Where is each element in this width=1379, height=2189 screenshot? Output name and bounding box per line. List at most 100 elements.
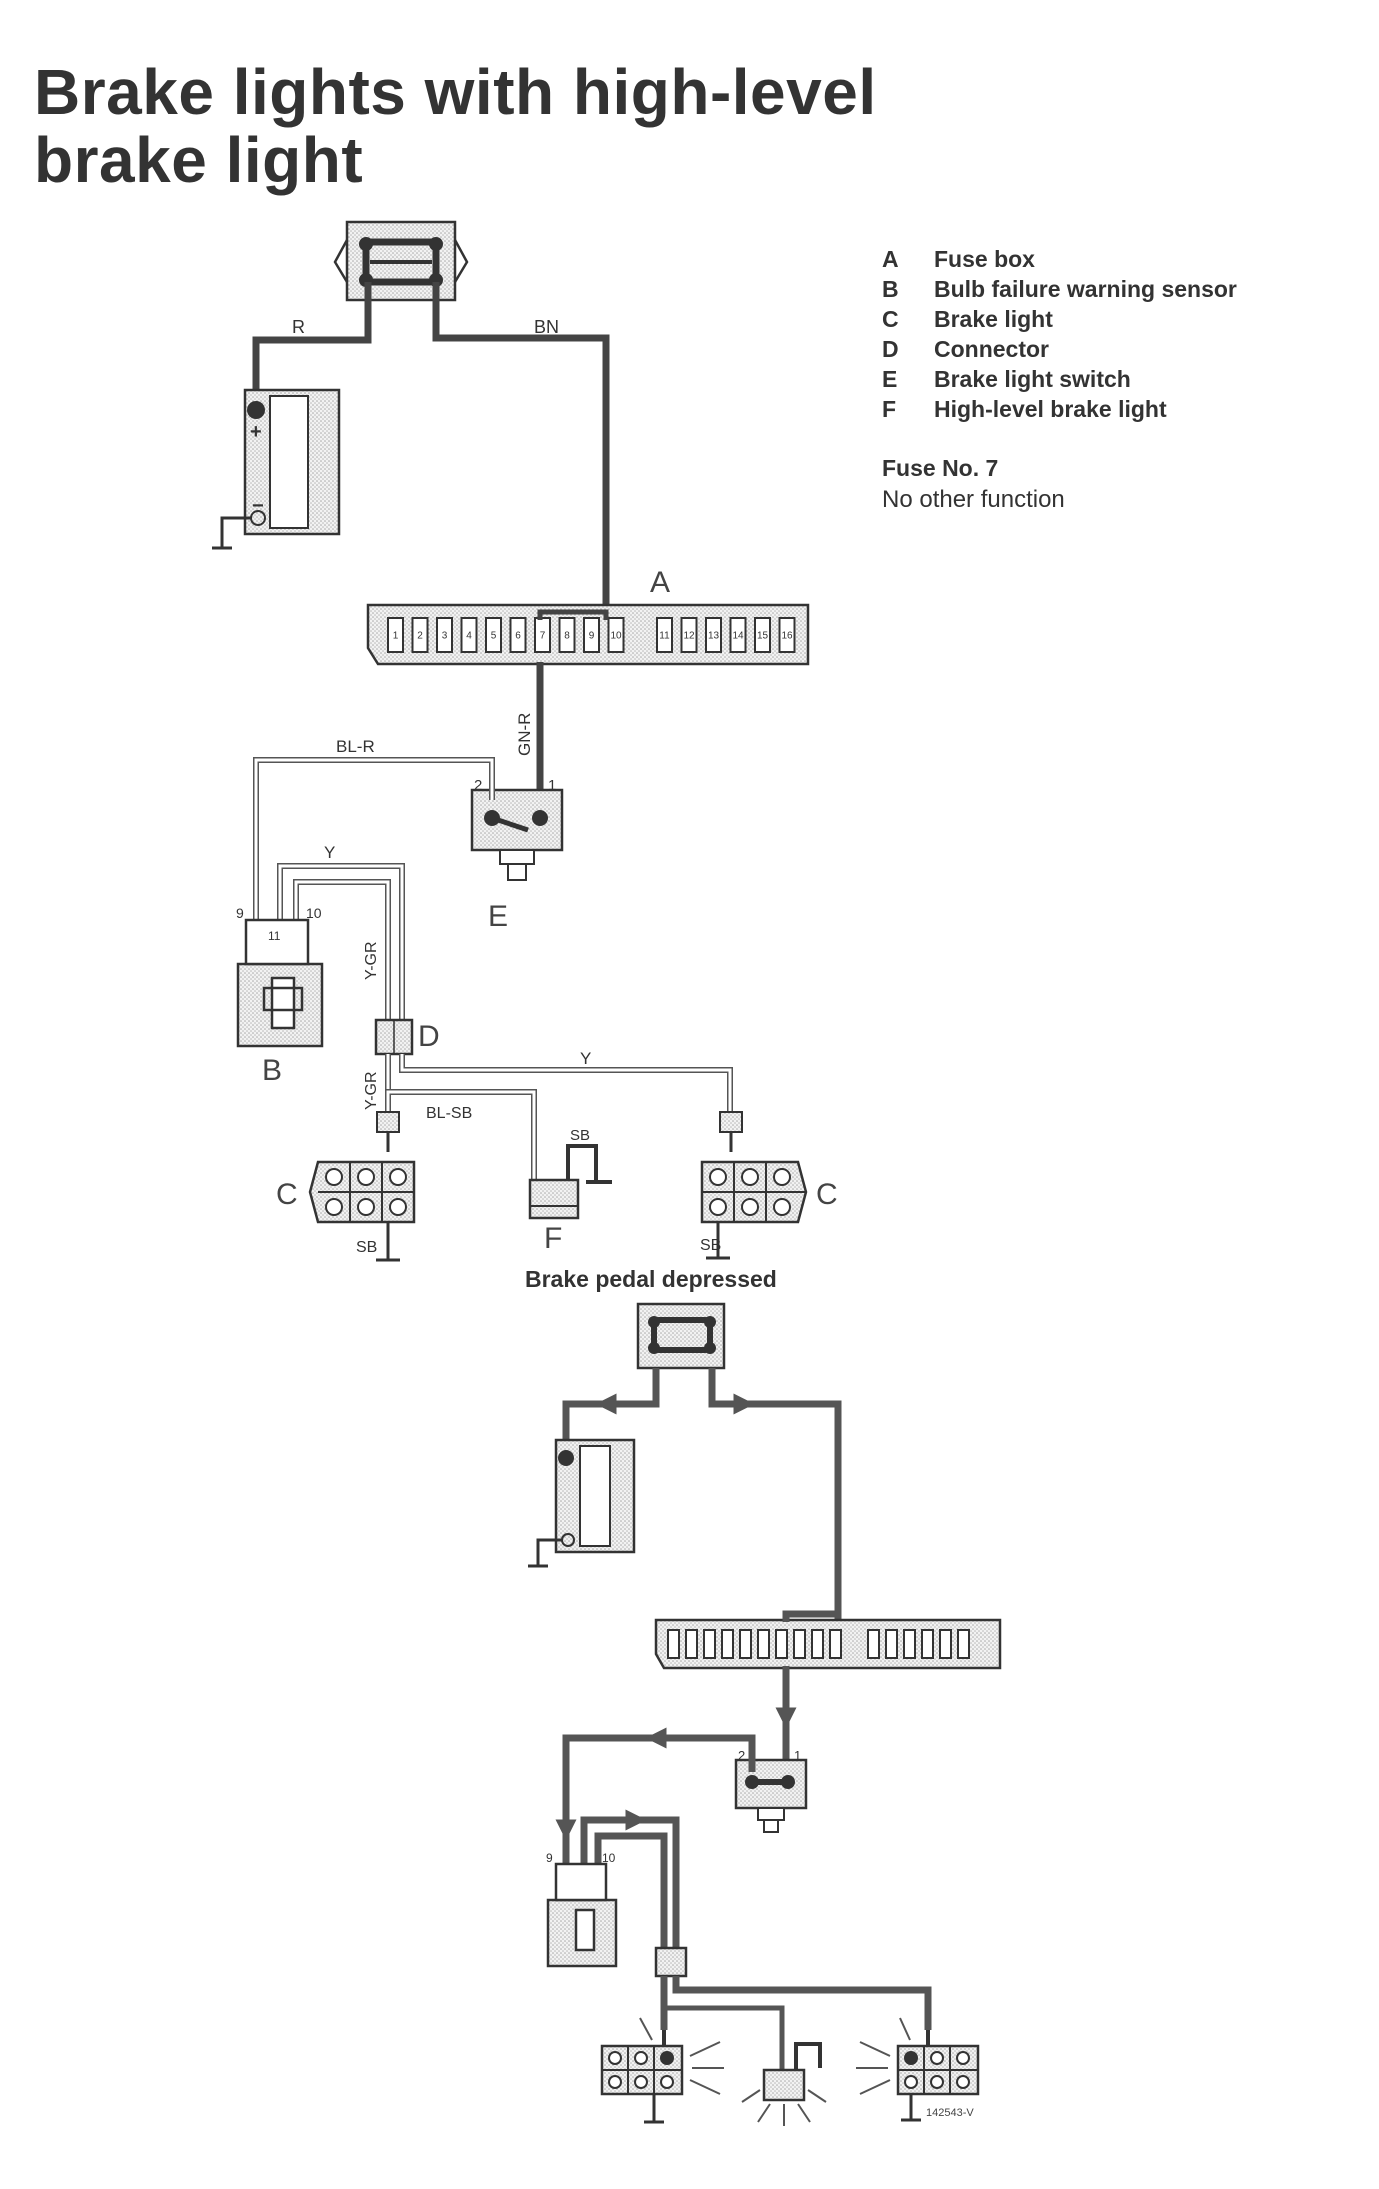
fuse-16	[778, 617, 796, 653]
switch-pin-2: 2	[474, 777, 482, 794]
fuse-7-feed	[537, 609, 609, 620]
fuse-number-9: 9	[589, 630, 595, 641]
fuse-16	[957, 1629, 970, 1659]
fuse-6	[509, 617, 527, 653]
fuse-number-7: 7	[540, 630, 546, 641]
fuse-7	[775, 1629, 788, 1659]
fuse-11	[867, 1629, 880, 1659]
wire-y-right-active	[672, 1976, 932, 2030]
high-level-brake-light-active	[741, 2042, 827, 2126]
fuse-number-6: 6	[515, 630, 521, 641]
fuse-number-13: 13	[708, 630, 720, 641]
fuse-5	[485, 617, 502, 653]
sensor-pin-9-active: 9	[546, 1851, 553, 1865]
fuse-11	[656, 617, 673, 653]
fuse-number: Fuse No. 7	[882, 455, 999, 481]
fuse-number-5: 5	[491, 630, 497, 641]
fuse-note: Fuse No. 7 No other function	[882, 452, 1065, 516]
page-title: Brake lights with high-level brake light	[34, 58, 877, 194]
wire-r	[252, 282, 372, 404]
title-line-2: brake light	[34, 124, 364, 196]
battery: + −	[212, 388, 341, 550]
label-wire-y-bottom: Y	[580, 1049, 591, 1068]
sensor-pin-11: 11	[268, 929, 281, 943]
fuse-number-10: 10	[610, 630, 622, 641]
switch-pin-1: 1	[548, 777, 556, 794]
label-wire-bn: BN	[534, 317, 559, 337]
fuse-number-16: 16	[781, 630, 793, 641]
label-wire-y-gr-lower: Y-GR	[363, 1071, 380, 1110]
fuse-4	[721, 1629, 734, 1659]
fuse-5	[739, 1629, 752, 1659]
fuse-14	[921, 1629, 934, 1659]
junction-block-active	[636, 1302, 726, 1370]
title-line-1: Brake lights with high-level	[34, 56, 877, 128]
label-ground-left: SB	[356, 1239, 377, 1256]
wire-bl-sb-active	[661, 2005, 785, 2070]
bulb-failure-sensor: 9 11 10	[236, 905, 324, 1048]
wire-bn	[432, 282, 610, 620]
fuse-12	[885, 1629, 898, 1659]
label-wire-y-gr-upper: Y-GR	[363, 941, 380, 980]
label-wire-r: R	[292, 317, 305, 337]
fuse-13	[705, 617, 722, 653]
fuse-number-8: 8	[564, 630, 570, 641]
brake-light-left	[308, 1132, 416, 1262]
fuse-15	[939, 1629, 952, 1659]
fuse-number-11: 11	[659, 630, 670, 641]
brake-light-right	[700, 1132, 808, 1260]
wire-y-active-2	[594, 1832, 668, 1948]
label-wire-y-top: Y	[324, 843, 335, 862]
fuse-number-2: 2	[417, 630, 423, 641]
fuse-6	[757, 1629, 770, 1659]
fuse-number-3: 3	[442, 630, 448, 641]
fuse-2	[685, 1629, 698, 1659]
fuse-1	[667, 1629, 680, 1659]
wire-bl-r-active	[562, 1734, 756, 1868]
fuse-9	[583, 617, 600, 653]
bottom-diagram: 2 1 9 10	[528, 1302, 1002, 2126]
fuse-number-4: 4	[466, 630, 472, 641]
brake-light-switch-active: 2 1	[734, 1748, 808, 1833]
connector	[374, 1018, 414, 1056]
battery-active	[528, 1438, 636, 1568]
high-level-brake-light	[528, 1144, 612, 1220]
bulb-failure-sensor-active: 9 10	[546, 1851, 618, 1968]
sensor-pin-10-active: 10	[602, 1851, 616, 1865]
fuse-number-14: 14	[732, 630, 744, 641]
fuse-row-active	[667, 1629, 970, 1659]
switch-pin-2-active: 2	[738, 1748, 745, 1763]
label-ground-f: SB	[570, 1127, 590, 1144]
label-brake-light-left: C	[276, 1178, 298, 1211]
brake-light-switch: 2 1	[470, 777, 564, 881]
label-fuse-box: A	[650, 566, 670, 599]
junction-block	[333, 220, 469, 302]
fuse-3	[703, 1629, 716, 1659]
fuse-10	[829, 1629, 842, 1659]
label-wire-gn-r: GN-R	[515, 713, 534, 756]
fuse-1	[387, 617, 404, 653]
brake-light-right-active	[856, 2017, 980, 2122]
battery-plus-label: +	[250, 421, 262, 443]
state-label: Brake pedal depressed	[525, 1266, 777, 1292]
fuse-14	[729, 617, 747, 653]
sensor-pin-9: 9	[236, 905, 244, 921]
wire-bl-r	[253, 757, 495, 922]
label-sensor: B	[262, 1054, 282, 1087]
label-high-level-light: F	[544, 1222, 562, 1255]
reference-code: 142543-V	[926, 2107, 974, 2119]
label-brake-light-right: C	[816, 1178, 838, 1211]
fuse-number-1: 1	[393, 630, 399, 641]
fuse-9	[811, 1629, 824, 1659]
sensor-pin-10: 10	[306, 905, 322, 921]
